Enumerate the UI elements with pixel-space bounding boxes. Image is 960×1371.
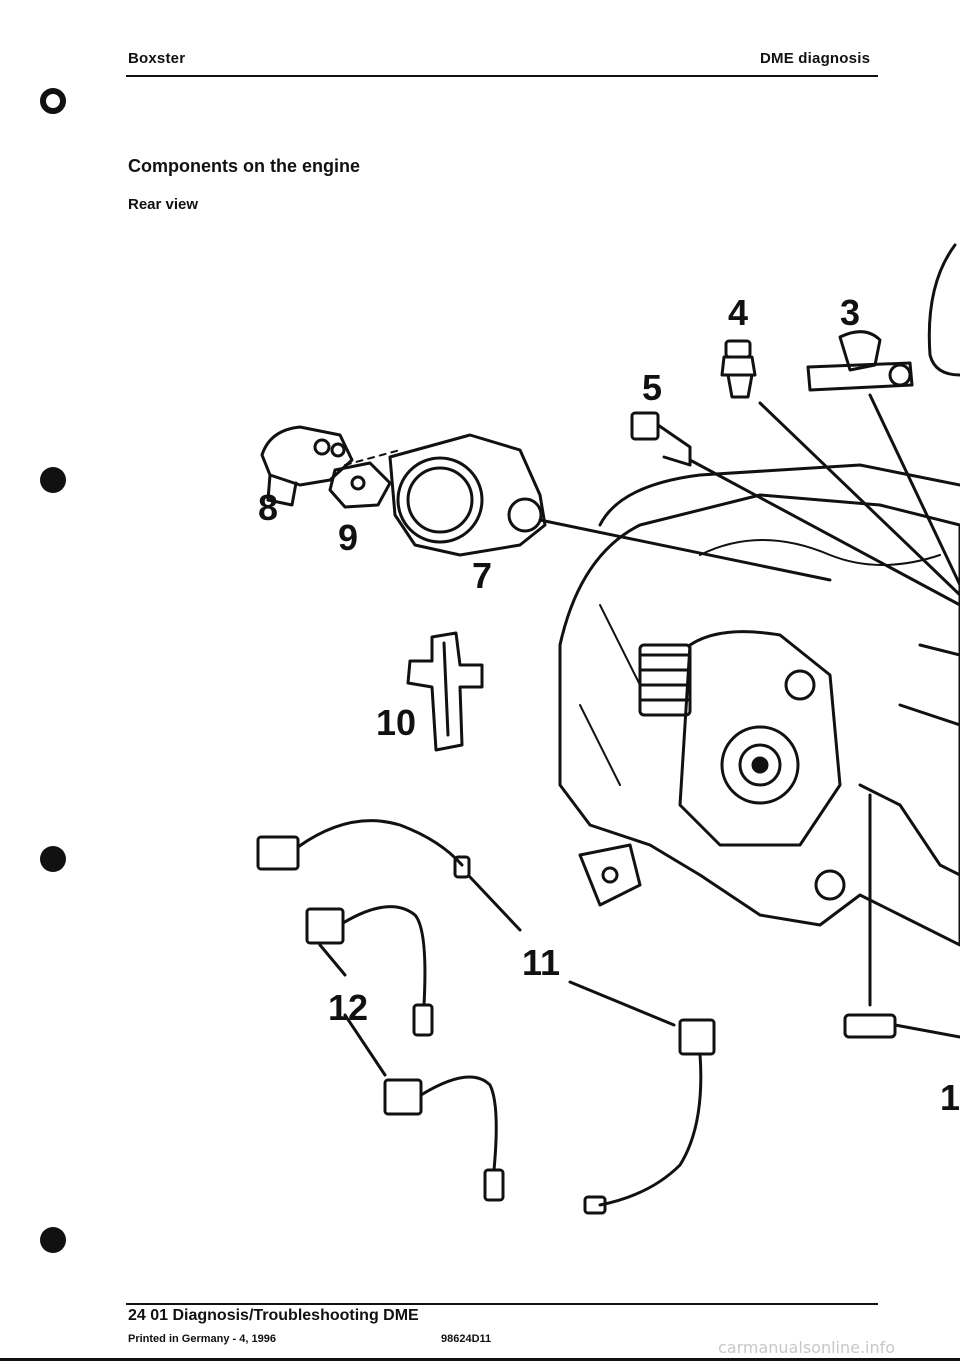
callout-5: 5 — [642, 367, 662, 408]
footer-rule — [126, 1303, 878, 1305]
callout-12: 12 — [328, 987, 368, 1028]
component-1 — [843, 793, 960, 1039]
callout-3: 3 — [840, 292, 860, 333]
component-10 — [406, 631, 484, 752]
callout-1: 1 — [940, 1077, 960, 1118]
binder-hole-1 — [40, 88, 66, 114]
component-5 — [630, 411, 960, 607]
edge-fragment — [927, 243, 960, 377]
binder-hole-3 — [40, 846, 66, 872]
component-7 — [388, 433, 832, 582]
callout-9: 9 — [338, 517, 358, 558]
section-subtitle: Rear view — [128, 196, 199, 213]
footer-title: 24 01 Diagnosis/Troubleshooting DME — [128, 1307, 419, 1324]
section-title: Components on the engine — [128, 156, 360, 176]
callout-4: 4 — [728, 292, 748, 333]
component-11-a — [256, 819, 522, 932]
binder-hole-4 — [40, 1227, 66, 1253]
engine-block — [558, 463, 960, 947]
header-left: Boxster — [128, 50, 186, 67]
callout-7: 7 — [472, 555, 492, 596]
component-3 — [806, 330, 960, 587]
component-12-b — [343, 1013, 505, 1202]
component-12-a — [305, 905, 434, 1037]
component-9 — [328, 449, 401, 509]
callout-10: 10 — [376, 702, 416, 743]
bottom-rule — [0, 1358, 960, 1361]
header-rule — [126, 75, 878, 77]
component-11-b — [568, 980, 716, 1215]
component-8 — [260, 425, 354, 507]
binder-hole-2 — [40, 467, 66, 493]
footer-code: 98624D11 — [441, 1333, 492, 1345]
component-4 — [720, 339, 960, 597]
engine-diagram: 4 3 5 8 9 7 10 11 12 1 — [256, 243, 960, 1215]
callout-8: 8 — [258, 487, 278, 528]
footer-printed: Printed in Germany - 4, 1996 — [128, 1333, 276, 1345]
watermark: carmanualsonline.info — [718, 1338, 896, 1357]
header-right: DME diagnosis — [760, 50, 871, 67]
callout-11: 11 — [522, 942, 560, 983]
